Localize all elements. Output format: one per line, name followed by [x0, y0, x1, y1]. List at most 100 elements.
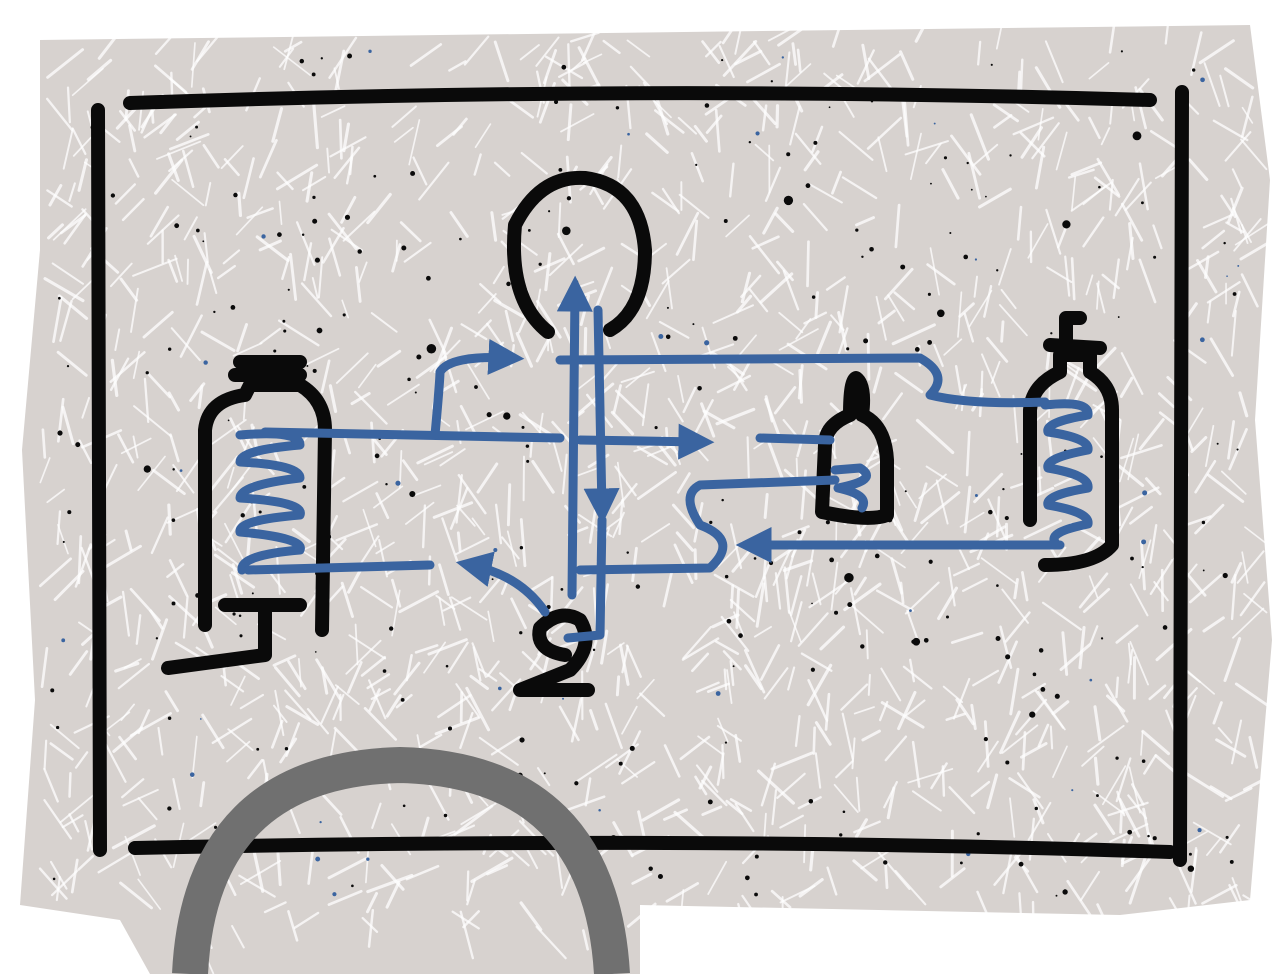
- hatch-stroke: [196, 35, 219, 63]
- hatch-stroke: [1186, 894, 1191, 915]
- hatch-stroke: [49, 742, 74, 761]
- hatch-stroke: [743, 649, 766, 694]
- ink-speck: [526, 459, 530, 463]
- hatch-stroke: [558, 705, 580, 742]
- hatch-stroke: [1168, 897, 1194, 940]
- hatch-stroke: [734, 49, 763, 66]
- ink-speck: [316, 327, 323, 334]
- hatch-stroke: [457, 473, 487, 515]
- hatch-stroke: [770, 751, 814, 771]
- ink-speck: [704, 340, 710, 346]
- ink-speck: [748, 140, 752, 144]
- ink-speck: [1162, 625, 1168, 630]
- hatch-stroke: [899, 50, 915, 81]
- ink-speck: [311, 72, 316, 77]
- hatch-stroke: [117, 662, 151, 690]
- hatch-stroke: [907, 768, 954, 784]
- hatch-stroke: [1189, 573, 1223, 604]
- hatch-stroke: [40, 647, 49, 689]
- ink-speck: [395, 480, 401, 486]
- hatch-stroke: [772, 542, 795, 586]
- hatch-stroke: [1144, 477, 1162, 496]
- hatch-stroke: [849, 587, 862, 636]
- hatch-stroke: [990, 360, 1001, 384]
- hatch-stroke: [566, 103, 573, 142]
- hatch-stroke: [631, 546, 638, 583]
- hatch-stroke: [625, 367, 651, 389]
- ink-speck: [732, 335, 738, 341]
- hatch-stroke: [1205, 424, 1215, 468]
- flow-line-vertical-down: [583, 305, 620, 525]
- hatch-stroke: [452, 117, 468, 136]
- ink-speck: [1222, 572, 1228, 579]
- hatch-stroke: [777, 22, 811, 47]
- hatch-stroke: [1056, 227, 1067, 249]
- hatch-stroke: [519, 44, 540, 61]
- ink-speck: [50, 688, 55, 693]
- hatch-stroke: [1118, 797, 1141, 838]
- ink-speck: [573, 279, 579, 286]
- hatch-stroke: [734, 733, 742, 763]
- hatch-stroke: [456, 531, 462, 553]
- ink-speck: [1197, 828, 1202, 833]
- hatch-stroke: [678, 889, 685, 937]
- hatch-stroke: [650, 332, 667, 373]
- ink-speck: [302, 484, 307, 489]
- hatch-stroke: [840, 683, 869, 711]
- hatch-stroke: [1231, 290, 1241, 318]
- hatch-stroke: [741, 894, 759, 919]
- ink-speck: [553, 99, 559, 105]
- ink-speck: [506, 281, 511, 287]
- hatch-stroke: [1209, 337, 1235, 377]
- ink-speck: [344, 214, 351, 220]
- hatch-stroke: [408, 119, 421, 166]
- ink-speck: [389, 626, 394, 631]
- hatch-stroke: [1008, 777, 1041, 799]
- ink-speck: [732, 665, 735, 668]
- ink-speck: [959, 861, 963, 865]
- ink-speck: [282, 319, 286, 323]
- hatch-stroke: [942, 685, 964, 704]
- hatch-stroke: [955, 698, 975, 726]
- top-loop: [506, 170, 652, 339]
- ink-speck: [527, 228, 531, 232]
- hatch-stroke: [463, 35, 490, 66]
- hatch-stroke: [677, 116, 698, 135]
- hatch-stroke: [330, 228, 364, 252]
- hatch-stroke: [465, 410, 505, 431]
- hatch-stroke: [1221, 470, 1247, 495]
- hatch-stroke: [506, 530, 518, 567]
- overlay-ring: [172, 746, 630, 974]
- ink-speck: [1117, 316, 1120, 318]
- hatch-stroke: [714, 640, 740, 656]
- hatch-stroke: [1194, 503, 1225, 535]
- hatch-stroke: [132, 435, 139, 459]
- hatch-stroke: [1215, 738, 1247, 758]
- ink-speck: [277, 232, 282, 238]
- hatch-stroke: [1016, 205, 1023, 241]
- hatch-stroke: [797, 364, 804, 400]
- hatch-stroke: [682, 386, 697, 414]
- ink-speck: [697, 385, 702, 391]
- hatch-stroke: [567, 43, 571, 92]
- hatch-stroke: [883, 781, 898, 809]
- hatch-stroke: [675, 531, 695, 552]
- hatch-stroke: [110, 358, 119, 398]
- hatch-stroke: [729, 659, 735, 687]
- hatch-stroke: [981, 353, 1001, 398]
- ink-speck: [474, 385, 478, 389]
- ink-speck: [189, 772, 195, 777]
- hatch-stroke: [423, 451, 454, 466]
- hatch-stroke: [1082, 587, 1111, 613]
- hatch-stroke: [1037, 690, 1066, 731]
- ink-speck: [240, 513, 245, 518]
- hatch-stroke: [1178, 865, 1197, 905]
- hatch-stroke: [803, 150, 820, 172]
- ink-speck: [558, 167, 563, 172]
- hatch-stroke: [276, 171, 294, 191]
- hatch-stroke: [133, 405, 173, 438]
- hatch-stroke: [1230, 562, 1243, 584]
- hatch-stroke: [354, 623, 359, 666]
- ink-speck: [648, 866, 653, 871]
